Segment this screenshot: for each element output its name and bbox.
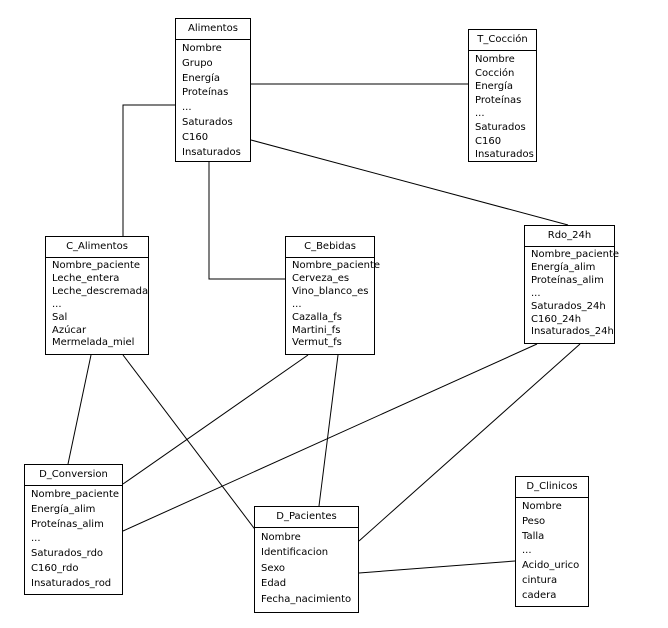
field: C160_rdo [31, 562, 79, 574]
field: Saturados_24h [531, 300, 606, 312]
field: Energía [475, 81, 513, 93]
field: Nombre_paciente [292, 260, 381, 271]
relationship-line-c-bebidas-d-pacientes [318, 354, 339, 507]
field: Energía_alim [31, 503, 96, 515]
field-list: Nombre_paciente Leche_entera Leche_descr… [46, 258, 148, 350]
field-list: Nombre Identificacion Sexo Edad Fecha_na… [255, 528, 358, 607]
field: Leche_descremada [52, 285, 149, 297]
field: Edad [261, 578, 287, 590]
entity-c-bebidas: C_Bebidas Nombre_paciente Cerveza_es Vin… [285, 236, 381, 355]
field: Nombre_paciente [31, 489, 120, 500]
field: Insaturados [182, 146, 241, 158]
field: Mermelada_miel [52, 337, 135, 349]
relationship-line-rdo-24h-d-conversion [122, 343, 538, 532]
field: ... [522, 545, 532, 557]
field: Nombre [522, 501, 562, 512]
field: Vermut_fs [292, 337, 342, 349]
relationship-line-alimentos-rdo-24h [250, 139, 569, 226]
field: Insaturados_24h [531, 326, 614, 338]
entity-title: T_Cocción [469, 30, 536, 51]
field: Proteínas [475, 94, 522, 106]
field: C160 [475, 135, 502, 147]
field-list: Nombre Grupo Energía Proteínas ... Satur… [176, 40, 250, 160]
field: ... [531, 287, 541, 299]
field: Nombre [475, 54, 515, 65]
entity-d-pacientes: D_Pacientes Nombre Identificacion Sexo E… [254, 506, 359, 613]
field: ... [475, 108, 485, 120]
field: cintura [522, 574, 558, 586]
field-list: Nombre_paciente Cerveza_es Vino_blanco_e… [286, 258, 381, 350]
field: Cazalla_fs [292, 311, 342, 323]
field-list: Nombre Peso Talla ... Acido_urico cintur… [516, 498, 588, 604]
entity-title: Rdo_24h [525, 226, 614, 247]
field-list: Nombre Cocción Energía Proteínas ... Sat… [469, 51, 536, 162]
field: ... [292, 298, 302, 310]
field: Leche_entera [52, 272, 120, 284]
field: Cocción [475, 67, 515, 79]
field-list: Nombre_paciente Energía_alim Proteínas_a… [25, 486, 122, 592]
field: ... [182, 102, 192, 114]
entity-alimentos: Alimentos Nombre Grupo Energía Proteínas… [175, 18, 251, 162]
field: Proteínas_alim [31, 518, 104, 530]
entity-title: D_Pacientes [255, 507, 358, 528]
field: Nombre_paciente [531, 249, 620, 260]
relationship-line-rdo-24h-d-pacientes [358, 343, 581, 542]
field: Nombre_paciente [52, 260, 141, 271]
field: Acido_urico [522, 560, 580, 572]
field: Proteínas [182, 87, 229, 99]
entity-title: D_Clinicos [516, 477, 588, 498]
field: ... [31, 533, 41, 545]
field: C160_24h [531, 313, 582, 325]
field: Fecha_nacimiento [261, 593, 352, 605]
field: Nombre [182, 43, 222, 54]
field: Sal [52, 311, 68, 323]
entity-title: Alimentos [176, 19, 250, 40]
field: Insaturados [475, 149, 534, 161]
entity-rdo-24h: Rdo_24h Nombre_paciente Energía_alim Pro… [524, 225, 620, 344]
field: Talla [522, 530, 545, 542]
relationship-line-c-alimentos-d-pacientes [122, 354, 261, 537]
field: Sexo [261, 562, 286, 574]
entity-c-alimentos: C_Alimentos Nombre_paciente Leche_entera… [45, 236, 149, 355]
relationship-line-c-alimentos-d-conversion [67, 354, 92, 465]
field: C160 [182, 131, 209, 143]
field: Insaturados_rod [31, 577, 112, 589]
field: cadera [522, 589, 557, 601]
field: Azúcar [52, 324, 87, 336]
field: Peso [522, 515, 546, 527]
field: ... [52, 298, 62, 310]
relationship-line-alimentos-c-alimentos [122, 104, 175, 236]
field: Saturados_rdo [31, 548, 104, 560]
relationship-line-alimentos-c-bebidas [208, 162, 285, 280]
field: Cerveza_es [292, 272, 350, 284]
entity-t-coccion: T_Cocción Nombre Cocción Energía Proteín… [468, 29, 537, 162]
field: Energía_alim [531, 261, 596, 273]
relationship-line-d-pacientes-d-clinicos [358, 560, 516, 574]
field: Proteínas_alim [531, 274, 604, 286]
entity-title: C_Alimentos [46, 237, 148, 258]
entity-d-clinicos: D_Clinicos Nombre Peso Talla ... Acido_u… [515, 476, 589, 607]
entity-d-conversion: D_Conversion Nombre_paciente Energía_ali… [24, 464, 123, 595]
field: Saturados [475, 121, 526, 133]
entity-title: D_Conversion [25, 465, 122, 486]
field: Nombre [261, 532, 301, 543]
field: Vino_blanco_es [292, 285, 369, 297]
field: Martini_fs [292, 324, 341, 336]
field: Identificacion [261, 547, 329, 559]
field-list: Nombre_paciente Energía_alim Proteínas_a… [525, 247, 620, 339]
entity-title: C_Bebidas [286, 237, 374, 258]
relationship-line-c-bebidas-d-conversion [122, 354, 309, 485]
field: Energía [182, 72, 220, 84]
field: Saturados [182, 116, 233, 128]
field: Grupo [182, 57, 213, 69]
